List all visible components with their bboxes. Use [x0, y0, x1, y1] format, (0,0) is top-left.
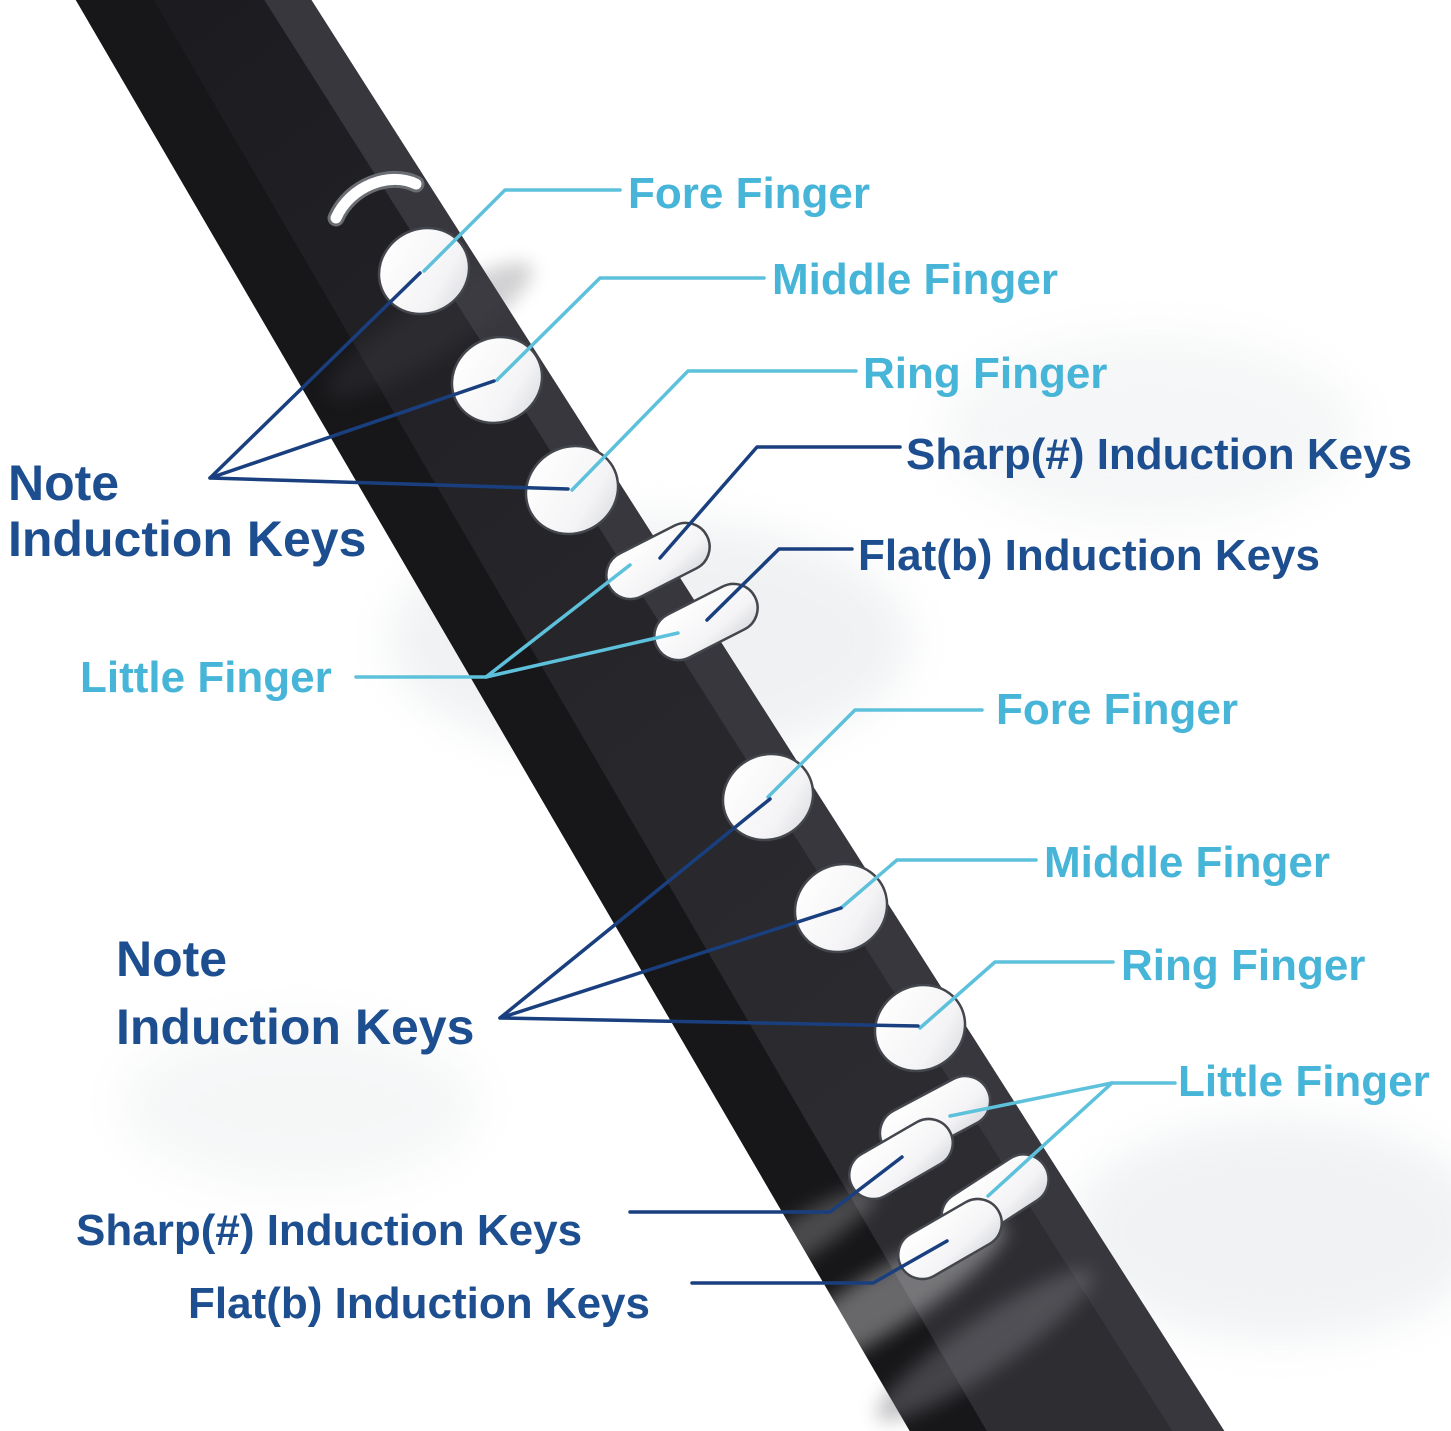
sharp-keys-label-upper: Sharp(#) Induction Keys: [906, 430, 1412, 479]
leader-line-little-finger-upper-b: [484, 631, 680, 679]
note-keys-label-lower-line2: Induction Keys: [116, 999, 474, 1055]
ring-finger-label-upper: Ring Finger: [863, 349, 1107, 398]
leader-line-sharp-keys-lower: [628, 1155, 904, 1214]
instrument-body-left-facet: [75, 0, 987, 1431]
middle-finger-label-upper: Middle Finger: [772, 255, 1058, 304]
sharp-keys-label-lower: Sharp(#) Induction Keys: [76, 1206, 582, 1255]
little-finger-label-lower: Little Finger: [1178, 1057, 1430, 1106]
fore-finger-label-lower: Fore Finger: [996, 685, 1238, 734]
leader-line-middle-finger-lower: [839, 858, 1038, 910]
leader-line-note-keys-upper-b: [208, 476, 570, 491]
leader-line-ring-finger-lower: [918, 960, 1115, 1030]
leader-line-little-finger-lower-b: [986, 1081, 1114, 1198]
labels-upper: Fore Finger Middle Finger Ring Finger Sh…: [8, 169, 1412, 702]
leader-line-middle-finger-upper: [495, 276, 766, 382]
leader-line-flat-keys-lower: [690, 1239, 949, 1285]
background-shade: [120, 1020, 480, 1190]
leader-line-sharp-keys-upper: [658, 445, 902, 560]
note-keys-label-lower-line1: Note: [116, 931, 227, 987]
body-reflection: [327, 262, 533, 398]
labels-lower: Fore Finger Middle Finger Ring Finger Li…: [76, 685, 1430, 1328]
leader-lines-upper: [208, 188, 902, 679]
leader-lines-lower: [498, 708, 1177, 1285]
background-shade: [1070, 1120, 1451, 1340]
leader-line-note-keys-lower-b: [498, 1016, 920, 1028]
leader-line-fore-finger-lower: [766, 708, 984, 799]
body-reflection: [722, 1187, 878, 1289]
leader-line-flat-keys-upper: [705, 547, 854, 622]
note-keys-label-upper-line1: Note: [8, 455, 119, 511]
body-reflection: [876, 1269, 1094, 1421]
ring-finger-label-lower: Ring Finger: [1121, 941, 1365, 990]
thumb-crescent-key-icon: [330, 173, 422, 224]
flat-key-upper: [653, 582, 759, 662]
note-keys-label-upper-line2: Induction Keys: [8, 511, 366, 567]
flat-keys-label-lower: Flat(b) Induction Keys: [188, 1279, 650, 1328]
middle-finger-label-lower: Middle Finger: [1044, 838, 1330, 887]
fore-finger-label-upper: Fore Finger: [628, 169, 870, 218]
background-shade: [940, 335, 1360, 525]
leader-line-fore-finger-upper: [422, 188, 622, 273]
leader-line-ring-finger-upper: [570, 369, 858, 492]
sharp-key-upper: [605, 521, 711, 601]
little-finger-label-upper: Little Finger: [80, 653, 332, 702]
flat-keys-label-upper: Flat(b) Induction Keys: [858, 531, 1320, 580]
